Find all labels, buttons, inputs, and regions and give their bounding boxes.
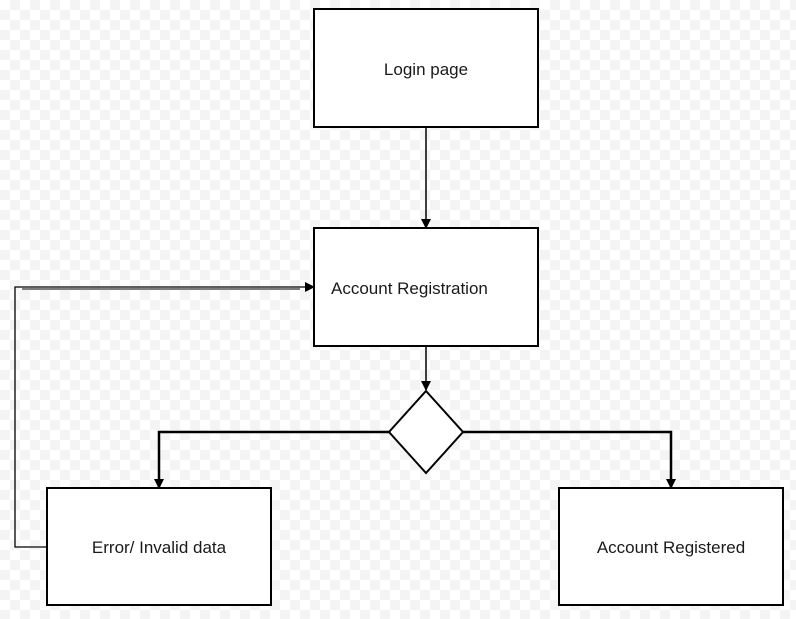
edge-decision-to-error bbox=[154, 430, 389, 489]
edge-error-back-to-registration bbox=[14, 282, 315, 548]
node-account-registration-label: Account Registration bbox=[331, 279, 488, 298]
node-decision[interactable] bbox=[387, 389, 465, 475]
node-account-registered-label: Account Registered bbox=[597, 538, 745, 557]
edge-decision-to-registered bbox=[463, 430, 676, 489]
node-error-invalid-data-label: Error/ Invalid data bbox=[92, 538, 227, 557]
node-account-registration[interactable]: Account Registration bbox=[313, 227, 539, 347]
node-error-invalid-data[interactable]: Error/ Invalid data bbox=[46, 487, 272, 606]
node-login-page-label: Login page bbox=[384, 60, 468, 79]
node-account-registered[interactable]: Account Registered bbox=[558, 487, 784, 606]
node-login-page[interactable]: Login page bbox=[313, 8, 539, 128]
